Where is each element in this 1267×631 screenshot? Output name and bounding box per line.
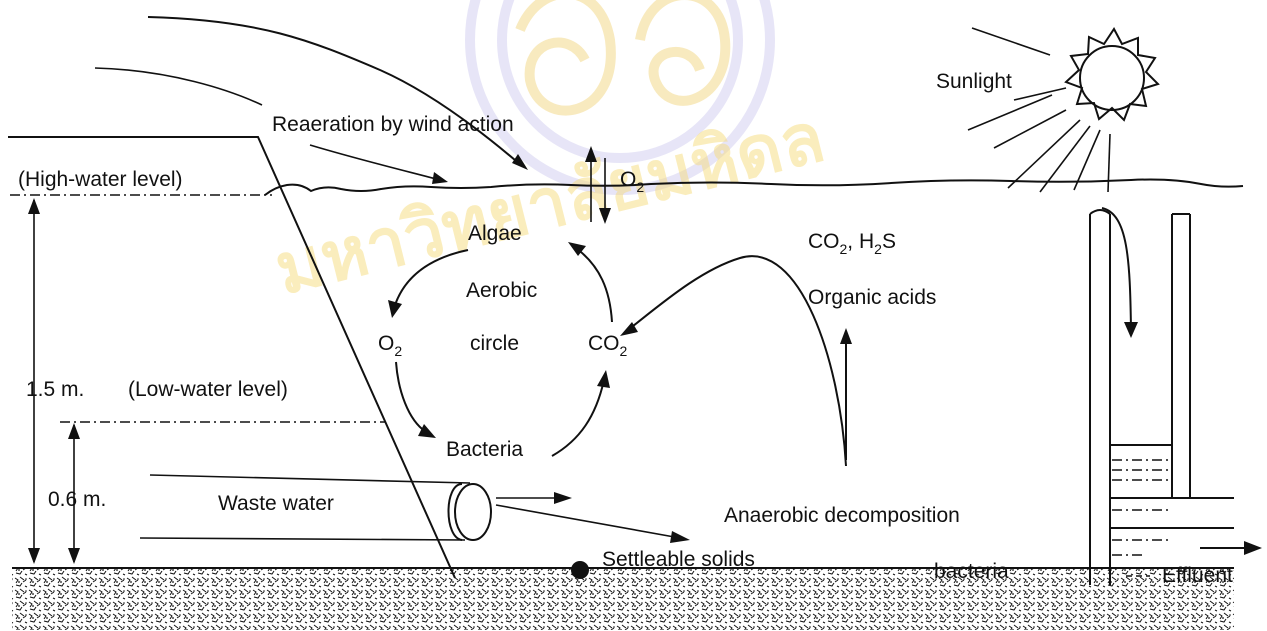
university-seal-watermark: มหาวิทยาลัยมหิดล — [267, 0, 832, 311]
settleable-solid-particle — [571, 561, 589, 579]
high-water-label: (High-water level) — [18, 168, 183, 191]
settleable-solids-label: Settleable solids — [602, 548, 755, 571]
circle-label: circle — [470, 332, 519, 355]
effluent-label: Effluent — [1162, 564, 1233, 587]
co2-h2s-label: CO2, H2S — [808, 230, 896, 257]
sunlight-label: Sunlight — [936, 70, 1012, 93]
aerobic-label: Aerobic — [466, 279, 537, 302]
depth-0-6-dimension — [68, 423, 80, 564]
water-surface — [264, 178, 1244, 196]
sunlight-rays — [967, 27, 1111, 193]
anaerobic-label: Anaerobic decomposition — [724, 504, 960, 527]
o2-left-label: O2 — [378, 332, 402, 359]
low-water-label: (Low-water level) — [128, 378, 288, 401]
wind-arrows — [94, 16, 528, 184]
co2-cycle-label: CO2 — [588, 332, 628, 359]
o2-exchange-arrows — [585, 146, 611, 224]
depth-0-6-label: 0.6 m. — [48, 488, 106, 511]
embankment — [8, 136, 456, 579]
gravel-ground — [12, 568, 1234, 630]
bacteria-bottom-label: bacteria — [934, 560, 1009, 583]
o2-surface-label: O2 — [620, 168, 644, 195]
outlet-structure — [1089, 207, 1262, 585]
algae-label: Algae — [468, 222, 522, 245]
reaeration-label: Reaeration by wind action — [272, 113, 514, 136]
waste-water-label: Waste water — [218, 492, 334, 515]
waste-water-pipe — [139, 474, 690, 543]
depth-1-5-dimension — [28, 198, 40, 564]
bacteria-label: Bacteria — [446, 438, 523, 461]
organic-acids-label: Organic acids — [808, 286, 936, 309]
depth-1-5-label: 1.5 m. — [26, 378, 84, 401]
aerobic-cycle-arrows — [388, 242, 852, 467]
sun-icon — [1064, 27, 1160, 122]
